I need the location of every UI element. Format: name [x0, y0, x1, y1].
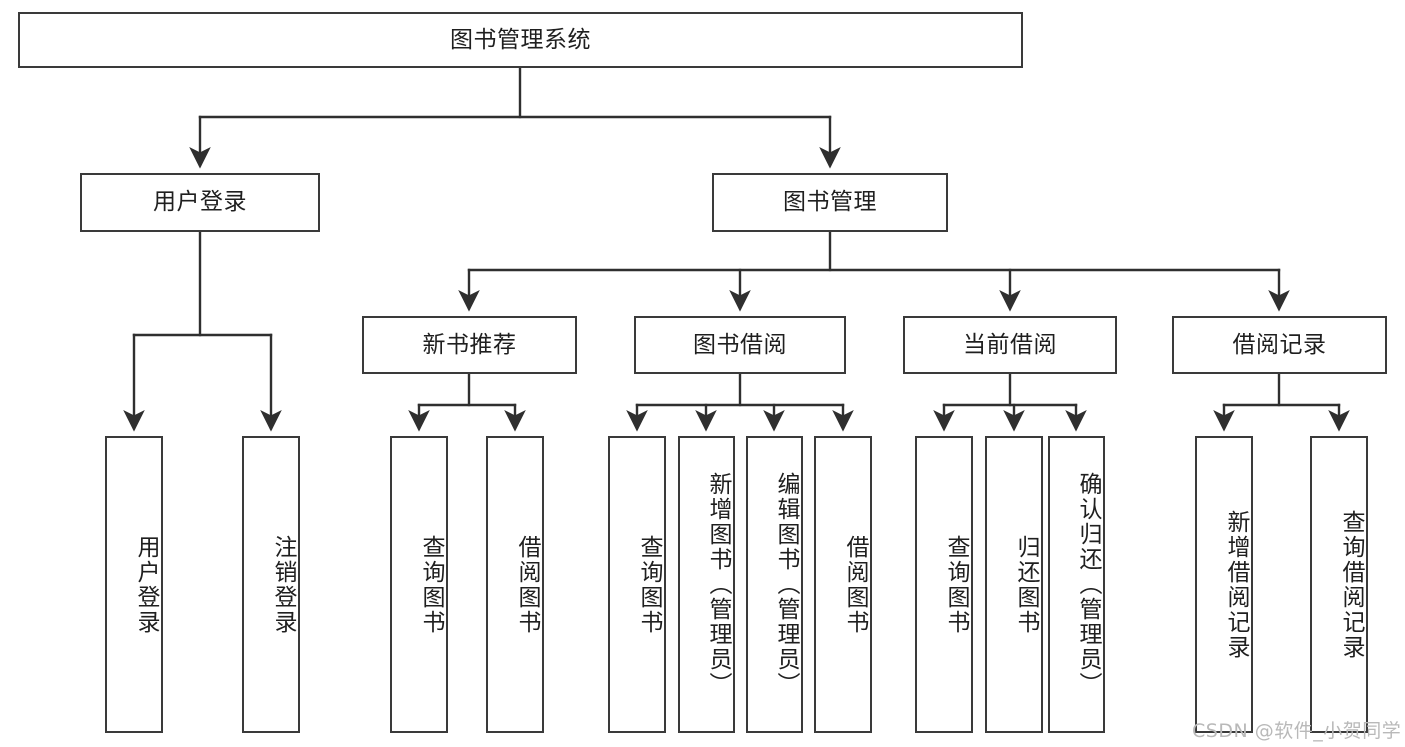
node-leaf-add-book[interactable]: 新增图书（管理员）	[678, 436, 735, 733]
node-leaf-borrow-book-1-label: 借阅图书	[514, 534, 540, 635]
node-leaf-return-book-label: 归还图书	[1013, 534, 1039, 635]
node-leaf-query-book-2[interactable]: 查询图书	[608, 436, 666, 733]
node-leaf-query-book-1-label: 查询图书	[418, 534, 444, 635]
node-new-book-recommend[interactable]: 新书推荐	[362, 316, 577, 374]
node-borrow-record[interactable]: 借阅记录	[1172, 316, 1387, 374]
node-leaf-query-book-1[interactable]: 查询图书	[390, 436, 448, 733]
node-leaf-edit-book-label: 编辑图书（管理员）	[773, 472, 799, 697]
node-user-login[interactable]: 用户登录	[80, 173, 320, 232]
node-root-label: 图书管理系统	[450, 26, 591, 53]
node-current-borrow-label: 当前借阅	[963, 331, 1057, 358]
node-leaf-add-record[interactable]: 新增借阅记录	[1195, 436, 1253, 733]
node-leaf-query-book-3-label: 查询图书	[943, 534, 969, 635]
node-leaf-user-login[interactable]: 用户登录	[105, 436, 163, 733]
node-leaf-user-login-label: 用户登录	[133, 534, 159, 635]
node-book-borrow-label: 图书借阅	[693, 331, 787, 358]
node-leaf-borrow-book-2[interactable]: 借阅图书	[814, 436, 872, 733]
node-leaf-add-book-label: 新增图书（管理员）	[705, 472, 731, 697]
node-leaf-return-book[interactable]: 归还图书	[985, 436, 1043, 733]
node-leaf-logout-label: 注销登录	[270, 534, 296, 635]
node-leaf-logout[interactable]: 注销登录	[242, 436, 300, 733]
node-leaf-add-record-label: 新增借阅记录	[1223, 509, 1249, 660]
node-leaf-query-book-2-label: 查询图书	[636, 534, 662, 635]
node-leaf-borrow-book-2-label: 借阅图书	[842, 534, 868, 635]
node-leaf-borrow-book-1[interactable]: 借阅图书	[486, 436, 544, 733]
node-leaf-query-record[interactable]: 查询借阅记录	[1310, 436, 1368, 733]
node-book-borrow[interactable]: 图书借阅	[634, 316, 846, 374]
node-leaf-query-book-3[interactable]: 查询图书	[915, 436, 973, 733]
node-user-login-label: 用户登录	[153, 189, 247, 216]
node-leaf-query-record-label: 查询借阅记录	[1338, 509, 1364, 660]
node-new-book-recommend-label: 新书推荐	[422, 331, 517, 358]
node-borrow-record-label: 借阅记录	[1232, 331, 1327, 358]
node-book-manage-label: 图书管理	[783, 189, 877, 216]
node-current-borrow[interactable]: 当前借阅	[903, 316, 1117, 374]
node-leaf-confirm-return-label: 确认归还（管理员）	[1075, 472, 1101, 697]
node-leaf-edit-book[interactable]: 编辑图书（管理员）	[746, 436, 803, 733]
node-leaf-confirm-return[interactable]: 确认归还（管理员）	[1048, 436, 1105, 733]
node-book-manage[interactable]: 图书管理	[712, 173, 948, 232]
node-root[interactable]: 图书管理系统	[18, 12, 1023, 68]
